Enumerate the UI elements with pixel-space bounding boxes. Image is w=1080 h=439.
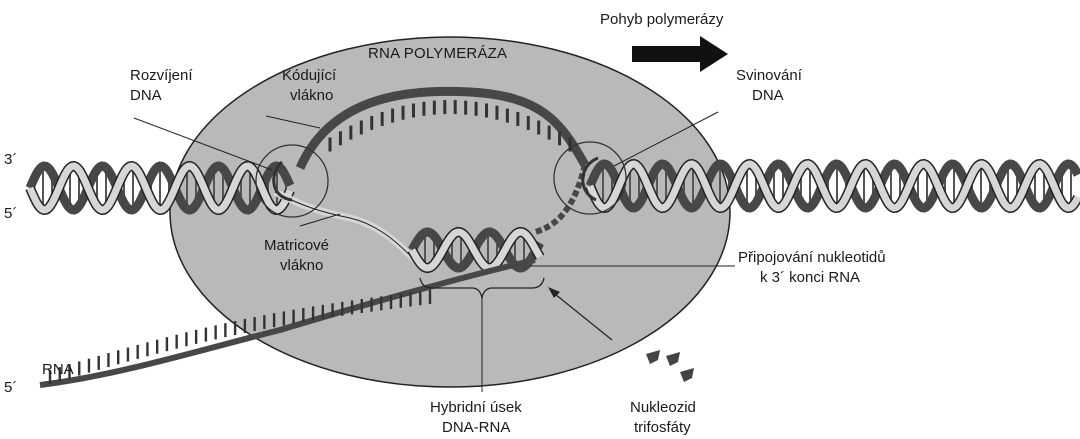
movement-label: Pohyb polymerázy bbox=[600, 11, 724, 28]
dna-3prime-end-label: 3´ bbox=[4, 151, 17, 168]
ntp-molecules-icon bbox=[646, 350, 694, 382]
movement-arrow-icon bbox=[632, 36, 728, 72]
template-label-line1: Matricové bbox=[264, 237, 329, 254]
ntp-label-line1: Nukleozid bbox=[630, 399, 696, 416]
rewinding-label-line2: DNA bbox=[752, 87, 784, 104]
enzyme-title: RNA POLYMERÁZA bbox=[368, 45, 507, 62]
dna-helix-left bbox=[30, 166, 290, 210]
unwinding-label-line1: Rozvíjení bbox=[130, 67, 193, 84]
coding-label-line2: vlákno bbox=[290, 87, 333, 104]
addition-label-line2: k 3´ konci RNA bbox=[760, 269, 860, 286]
hybrid-label-line1: Hybridní úsek bbox=[430, 399, 522, 416]
rna-label: RNA bbox=[42, 361, 74, 378]
unwinding-label-line2: DNA bbox=[130, 87, 162, 104]
ntp-label-line2: trifosfáty bbox=[634, 419, 691, 436]
hybrid-label-line2: DNA-RNA bbox=[442, 419, 510, 436]
addition-label-line1: Připojování nukleotidů bbox=[738, 249, 886, 266]
rewinding-label-line1: Svinování bbox=[736, 67, 803, 84]
dna-5prime-end-label: 5´ bbox=[4, 205, 17, 222]
template-label-line2: vlákno bbox=[280, 257, 323, 274]
rna-5prime-end-label: 5´ bbox=[4, 379, 17, 396]
coding-label-line1: Kódující bbox=[282, 67, 337, 84]
